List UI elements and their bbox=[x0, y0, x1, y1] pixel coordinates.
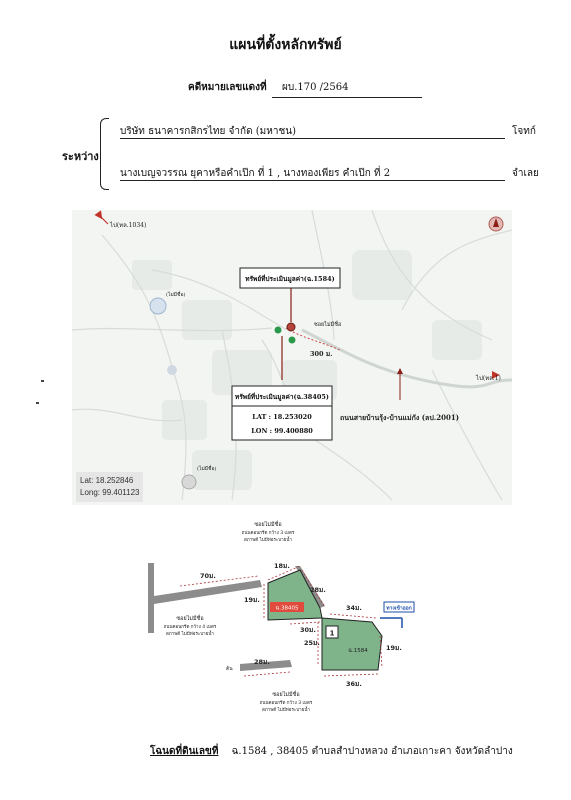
entrance-box bbox=[383, 601, 415, 613]
place-label-2: (ไม่มีชื่อ) bbox=[197, 465, 216, 472]
dimension-34: 34ม. bbox=[346, 604, 362, 612]
dimension-36: 36ม. bbox=[346, 680, 362, 688]
place-marker-icon bbox=[167, 365, 177, 375]
alley-label: ซอยไม่มีชื่อ bbox=[314, 320, 341, 328]
place-label-1: (ไม่มีชื่อ) bbox=[166, 291, 185, 298]
road-label-right: ไป(ทล.1) bbox=[475, 374, 501, 382]
left-road-strip bbox=[148, 563, 154, 633]
page-title: แผนที่ตั้งหลักทรัพย์ bbox=[229, 37, 342, 53]
plaintiff-line bbox=[120, 138, 505, 139]
left-road-desc-2: สภาพดี ไม่มีท่อระบายน้ำ bbox=[166, 630, 214, 637]
access-road-strip bbox=[154, 580, 262, 604]
bottom-road-title: ซอยไม่มีชื่อ bbox=[272, 690, 299, 698]
scan-speck bbox=[41, 380, 44, 382]
coordinate-box bbox=[231, 405, 333, 441]
direction-arrow-icon bbox=[492, 371, 500, 379]
party-brace bbox=[100, 118, 109, 190]
green-marker-icon bbox=[288, 336, 296, 344]
entrance-label: ทางเข้าออก bbox=[386, 605, 412, 612]
plan-svg: ซอยไม่มีชื่อ ถนนคอนกรีต กว้าง 3 เมตร สภา… bbox=[148, 520, 415, 713]
green-marker-icon bbox=[274, 326, 282, 334]
map-blocks bbox=[132, 250, 482, 490]
between-label: ระหว่าง bbox=[62, 150, 99, 163]
main-road bbox=[301, 328, 513, 389]
bottom-road-desc-1: ถนนคอนกรีต กว้าง 3 เมตร bbox=[260, 700, 313, 706]
main-road-label: ถนนสายบ้านรุ้ง-บ้านแม่กัง (ลป.2001) bbox=[340, 413, 459, 422]
dimension-28-b: 28ม. bbox=[254, 658, 270, 666]
property-b-label: ทรัพย์ที่ประเมินมูลค่า(ฉ.38405) bbox=[235, 391, 329, 402]
map-coordinate-readout: Lat: 18.252846 Long: 99.401123 bbox=[76, 472, 144, 502]
dimension-18: 18ม. bbox=[274, 562, 290, 570]
direction-arrow-line bbox=[99, 215, 109, 225]
map-svg: ทรัพย์ที่ประเมินมูลค่า(ฉ.1584) ทรัพย์ที่… bbox=[71, 209, 513, 505]
left-road-title: ซอยไม่มีชื่อ bbox=[176, 614, 203, 622]
parcel-a-label: ฉ.38405 bbox=[276, 606, 299, 612]
building-icon bbox=[325, 625, 339, 639]
place-marker-icon bbox=[149, 297, 167, 315]
top-road-title: ซอยไม่มีชื่อ bbox=[254, 520, 281, 528]
dimension-lines bbox=[179, 565, 383, 677]
dimension-19-a: 19ม. bbox=[244, 596, 260, 604]
top-road-desc-2: สภาพดี ไม่มีท่อระบายน้ำ bbox=[244, 536, 292, 543]
readout-long: Long: 99.401123 bbox=[80, 488, 140, 497]
north-arrow-needle-icon bbox=[493, 218, 499, 227]
defendant-line bbox=[120, 180, 505, 181]
parcel-a-tag bbox=[270, 602, 304, 612]
parcel-b-label: ฉ.1584 bbox=[348, 648, 368, 654]
case-number-label: คดีหมายเลขแดงที่ bbox=[188, 82, 267, 93]
bottom-road-strip bbox=[240, 660, 292, 671]
title-deed-line: โฉนดที่ดินเลขที่ ฉ.1584 , 38405 ตำบลสำปา… bbox=[150, 744, 513, 759]
plaintiff-role: โจทก์ bbox=[512, 126, 536, 137]
property-pin-icon bbox=[286, 322, 296, 332]
left-road-desc-1: ถนนคอนกรีต กว้าง 4 เมตร bbox=[164, 624, 217, 630]
dimension-28-a: 28ม. bbox=[310, 586, 326, 594]
defendant-role: จำเลย bbox=[512, 168, 539, 179]
dimension-70: 70ม. bbox=[200, 572, 216, 580]
callout-box-a bbox=[239, 267, 341, 289]
start-marker: ต้น bbox=[226, 665, 233, 672]
dimension-30: 30ม. bbox=[300, 626, 316, 634]
defendant-names: นางเบญจวรรณ ยุคาหรือคำเป๊ก ที่ 1 , นางทอ… bbox=[120, 168, 391, 179]
title-deed-label: โฉนดที่ดินเลขที่ bbox=[150, 746, 219, 757]
latitude-text: LAT : 18.253020 bbox=[252, 413, 312, 421]
title-deed-text: ฉ.1584 , 38405 ตำบลสำปางหลวง อำเภอเกาะคา… bbox=[231, 746, 513, 757]
plan-labels: ซอยไม่มีชื่อ ถนนคอนกรีต กว้าง 3 เมตร สภา… bbox=[164, 520, 412, 713]
place-marker-icon bbox=[181, 474, 197, 490]
site-plan-diagram: ซอยไม่มีชื่อ ถนนคอนกรีต กว้าง 3 เมตร สภา… bbox=[140, 518, 420, 730]
scan-speck bbox=[36, 402, 39, 404]
longitude-text: LON : 99.400880 bbox=[251, 427, 313, 435]
dimension-19-b: 19ม. bbox=[386, 644, 402, 652]
case-number-value: ผบ.170 /2564 bbox=[272, 80, 422, 98]
plaintiff-name: บริษัท ธนาคารกสิกรไทย จำกัด (มหาชน) bbox=[120, 126, 296, 137]
road-label-top-left: ไป(ทล.1034) bbox=[109, 221, 146, 229]
bottom-road-desc-2: สภาพดี ไม่มีท่อระบายน้ำ bbox=[262, 706, 310, 713]
location-map: ทรัพย์ที่ประเมินมูลค่า(ฉ.1584) ทรัพย์ที่… bbox=[71, 209, 513, 505]
dimension-25: 25ม. bbox=[304, 639, 320, 647]
readout-lat: Lat: 18.252846 bbox=[80, 476, 134, 485]
leader-arrow-icon bbox=[397, 368, 403, 374]
distance-label: 300 ม. bbox=[310, 350, 332, 358]
top-road-desc-1: ถนนคอนกรีต กว้าง 3 เมตร bbox=[242, 530, 295, 536]
property-a-label: ทรัพย์ที่ประเมินมูลค่า(ฉ.1584) bbox=[245, 273, 334, 284]
building-number: 1 bbox=[330, 630, 335, 638]
